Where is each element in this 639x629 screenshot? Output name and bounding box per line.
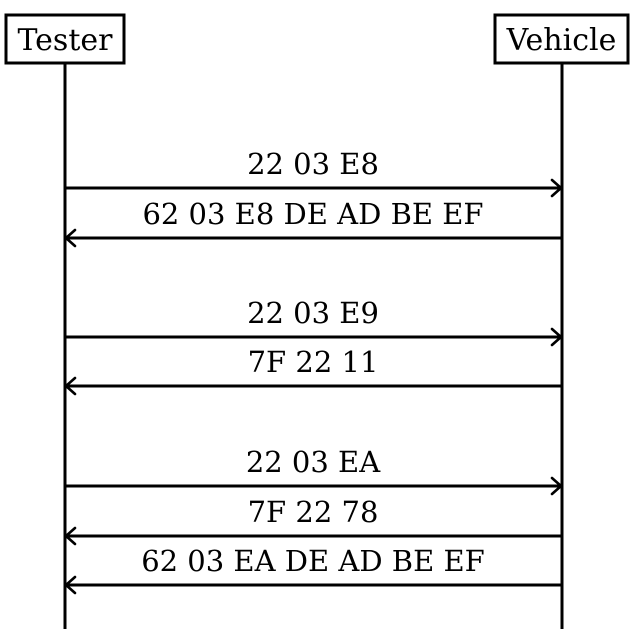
message-6: 62 03 EA DE AD BE EF <box>64 544 562 595</box>
tester-actor-label: Tester <box>18 23 114 58</box>
arrowhead-right-icon <box>550 178 563 198</box>
message-label: 62 03 E8 DE AD BE EF <box>142 197 483 231</box>
arrowhead-right-icon <box>550 327 563 347</box>
arrowhead-left-icon <box>64 526 77 546</box>
message-label: 22 03 E8 <box>247 147 379 181</box>
message-3: 7F 22 11 <box>64 345 562 396</box>
vehicle-actor: Vehicle <box>493 13 630 65</box>
vehicle-actor-label: Vehicle <box>506 23 617 58</box>
arrowhead-right-icon <box>550 476 563 496</box>
message-2: 22 03 E9 <box>65 296 563 347</box>
message-1: 62 03 E8 DE AD BE EF <box>64 197 562 248</box>
arrowhead-left-icon <box>64 228 77 248</box>
message-label: 22 03 EA <box>246 445 381 479</box>
message-label: 22 03 E9 <box>247 296 379 330</box>
message-label: 7F 22 78 <box>248 495 379 529</box>
vehicle-actor-box <box>493 13 630 65</box>
arrowhead-left-icon <box>64 575 77 595</box>
message-0: 22 03 E8 <box>65 147 563 198</box>
message-label: 62 03 EA DE AD BE EF <box>141 544 485 578</box>
message-4: 22 03 EA <box>65 445 563 496</box>
tester-actor: Tester <box>4 13 126 65</box>
message-5: 7F 22 78 <box>64 495 562 546</box>
arrowhead-left-icon <box>64 376 77 396</box>
tester-actor-box <box>4 13 126 65</box>
message-label: 7F 22 11 <box>248 345 379 379</box>
